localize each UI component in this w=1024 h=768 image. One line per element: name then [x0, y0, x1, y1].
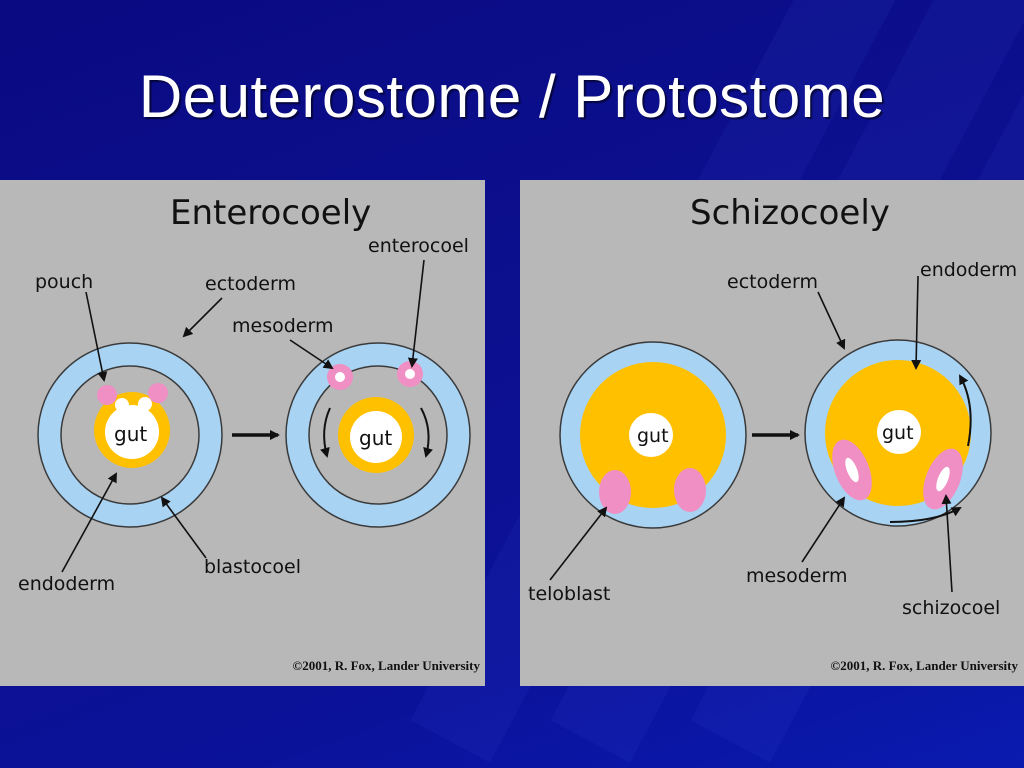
endoderm-label: endoderm [920, 259, 1017, 281]
split-arrow-side [959, 374, 972, 447]
mesoderm-label: mesoderm [746, 565, 847, 587]
endoderm-label: endoderm [18, 573, 115, 595]
pouch-right [148, 383, 168, 403]
slide-title: Deuterostome / Protostome [138, 63, 886, 130]
enterocoely-heading: Enterocoely [170, 193, 371, 233]
gut-bump [115, 398, 129, 412]
embryo-late-schizocoely: gut [804, 339, 992, 527]
gut-cavity [629, 413, 673, 457]
gut-label: gut [359, 426, 392, 450]
ectoderm-leader [182, 297, 223, 338]
copyright-text: ©2001, R. Fox, Lander University [831, 658, 1019, 673]
split-arrow-bottom [889, 507, 962, 523]
migration-arrow-right [420, 407, 433, 458]
gut-label: gut [114, 422, 147, 446]
teloblast-leader [549, 506, 608, 581]
gut-cavity [350, 411, 402, 463]
blastocoel-label: blastocoel [204, 556, 301, 578]
mesoderm-label: mesoderm [232, 315, 333, 337]
teloblast-right [674, 468, 706, 512]
endoderm-leader [911, 275, 922, 370]
gut-cavity [105, 405, 159, 459]
enterocoel-leader [407, 259, 425, 368]
gut-bump [138, 397, 152, 411]
mesoderm-leader [801, 496, 846, 563]
teloblast-left [599, 470, 631, 514]
enterocoel-cavity [335, 372, 345, 382]
schizocoel-cavity [845, 457, 859, 483]
ectoderm-label: ectoderm [205, 273, 296, 295]
ectoderm-label: ectoderm [727, 271, 818, 293]
copyright-text: ©2001, R. Fox, Lander University [293, 658, 481, 673]
pouch-leader [85, 291, 108, 382]
embryo-early-enterocoely: gut [37, 342, 223, 528]
migration-arrow-left [320, 407, 331, 458]
enterocoel-cavity [405, 369, 415, 379]
schizocoel-label: schizocoel [902, 597, 1000, 619]
embryo-early-schizocoely: gut [559, 341, 747, 529]
endoderm-leader [61, 472, 117, 573]
schizocoely-heading: Schizocoely [690, 193, 890, 233]
enterocoely-panel: Enterocoely gut gut [0, 180, 485, 686]
ectoderm-leader [817, 291, 846, 350]
mesoderm-leader [289, 339, 334, 370]
schizocoely-panel: Schizocoely gut gut [520, 180, 1024, 686]
gut-label: gut [882, 422, 914, 444]
schizocoel-cavity [936, 466, 950, 492]
gut-cavity [877, 410, 921, 454]
pouch-label: pouch [35, 271, 93, 293]
blastocoel-leader [160, 496, 207, 559]
embryo-late-enterocoely: gut [285, 342, 471, 528]
schizocoely-diagram: Schizocoely gut gut [528, 193, 1019, 673]
enterocoely-diagram: Enterocoely gut gut [18, 193, 481, 673]
gut-label: gut [637, 425, 669, 447]
pouch-left [97, 385, 117, 405]
teloblast-label: teloblast [528, 583, 610, 605]
enterocoel-label: enterocoel [368, 235, 469, 257]
schizocoel-leader [941, 494, 953, 593]
